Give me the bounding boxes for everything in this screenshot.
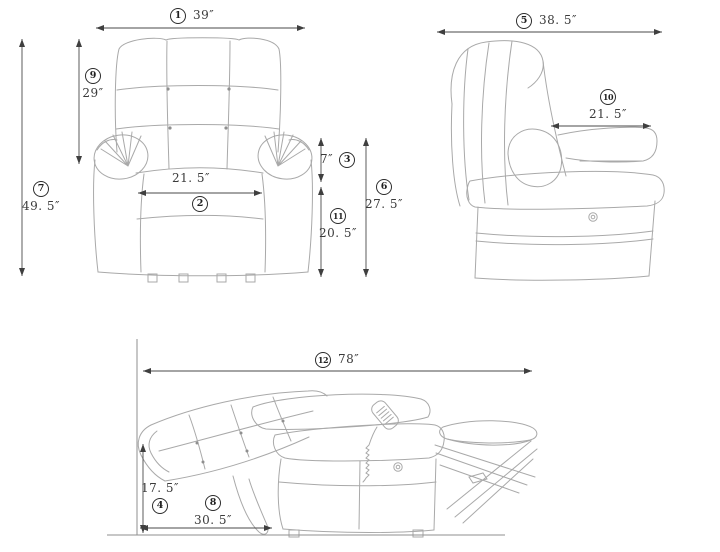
dim-6: 6 27. 5″ [360, 179, 408, 211]
dim-8-index: 8 [205, 495, 221, 511]
dim-6-value: 27. 5″ [364, 197, 403, 211]
dim-9-index: 9 [85, 68, 101, 84]
front-view-drawing [93, 37, 313, 283]
dim-2-value-wrap: 21. 5″ [164, 171, 218, 185]
dim-9-value: 29″ [82, 86, 104, 100]
dim-1-index: 1 [170, 8, 186, 24]
dim-5: 5 38. 5″ [516, 13, 577, 29]
dim-9: 9 29″ [76, 68, 110, 100]
dim-2: 2 [192, 196, 208, 212]
dim-2-value: 21. 5″ [171, 171, 210, 185]
dim-8: 8 30. 5″ [186, 495, 240, 527]
dim-3-index: 3 [339, 152, 356, 168]
dim-4-index: 4 [152, 498, 168, 515]
dim-4-value: 17. 5″ [140, 481, 179, 495]
dim-6-index: 6 [376, 179, 392, 195]
dim-5-value: 38. 5″ [539, 13, 578, 28]
dim-3: 7″ 3 [320, 152, 356, 168]
dim-10: 10 21. 5″ [582, 89, 634, 121]
dim-11-value: 20. 5″ [318, 226, 357, 240]
dim-7: 7 49. 5″ [17, 181, 65, 213]
dim-7-value: 49. 5″ [21, 199, 60, 213]
dim-11: 11 20. 5″ [314, 208, 362, 240]
dim-10-index: 10 [600, 89, 616, 105]
dim-5-index: 5 [516, 13, 532, 29]
dim-12-value: 78″ [338, 352, 360, 367]
dim-7-index: 7 [33, 181, 49, 197]
dim-12: 12 78″ [315, 352, 359, 368]
side-view-drawing [450, 40, 665, 281]
dim-10-value: 21. 5″ [588, 107, 627, 121]
dim-2-index: 2 [192, 196, 208, 212]
reclined-view-drawing [137, 390, 538, 538]
dim-1: 1 39″ [170, 8, 214, 24]
dim-4: 17. 5″ 4 [135, 481, 185, 515]
dim-3-value: 7″ [320, 152, 334, 167]
dim-11-index: 11 [330, 208, 346, 224]
dim-8-value: 30. 5″ [193, 513, 232, 527]
dim-12-index: 12 [315, 352, 331, 368]
dim-1-value: 39″ [193, 8, 215, 23]
